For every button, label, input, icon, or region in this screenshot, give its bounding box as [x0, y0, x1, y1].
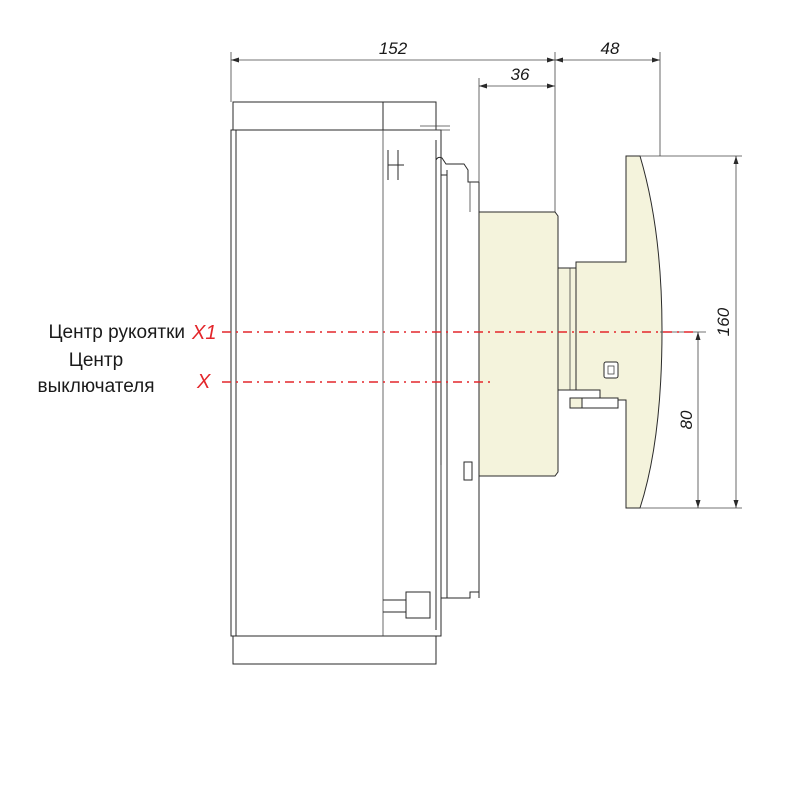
dimension-handle-projection-value: 48: [601, 39, 620, 58]
dimension-overall-depth-value: 152: [379, 39, 408, 58]
dimension-overall-depth: 152: [230, 39, 556, 212]
mounting-bracket: [435, 156, 480, 599]
dimension-adapter-depth-value: 36: [511, 65, 530, 84]
dimension-adapter-depth: 36: [478, 65, 555, 212]
switch-center-label-line1: Центр: [69, 350, 123, 371]
handle-center-label: Центр рукоятки: [48, 322, 185, 343]
breaker-body: [230, 101, 450, 665]
switch-axis-label: X: [196, 371, 211, 393]
handle-adapter: [478, 211, 577, 477]
handle-axis-label: X1: [191, 322, 216, 344]
dimension-handle-half-height: 80: [660, 331, 706, 508]
dimension-handle-height: 160: [640, 155, 742, 509]
switch-center-label-line2: выключателя: [37, 376, 154, 397]
dimension-handle-projection: 48: [555, 39, 661, 156]
dimension-handle-height-value: 160: [714, 307, 733, 336]
dimension-handle-half-height-value: 80: [677, 410, 696, 429]
